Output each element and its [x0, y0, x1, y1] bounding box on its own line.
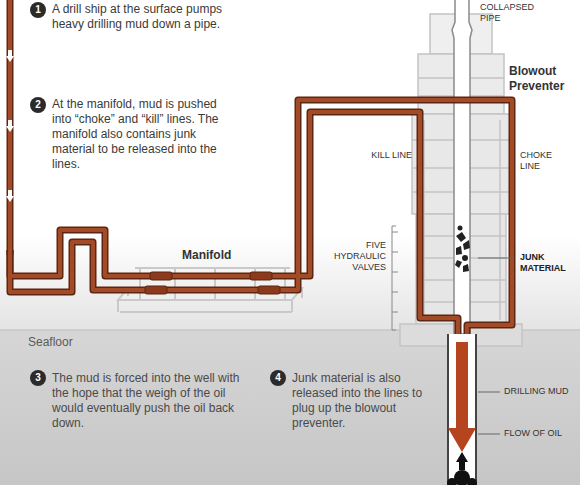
callout-number: 2 [30, 97, 46, 113]
mud-pipes [10, 0, 512, 334]
step-text: The mud is forced into the well with the… [52, 371, 240, 431]
callout-circle [30, 2, 46, 18]
manifold-valve [145, 272, 280, 294]
oil-blobs [447, 470, 477, 485]
callout-number: 1 [30, 2, 46, 18]
valve-ticks [392, 232, 398, 312]
manifold-valve [250, 272, 272, 280]
valve-bracket [392, 226, 396, 330]
part-title: Blowout Preventer [509, 64, 577, 94]
part-label: JUNK MATERIAL [520, 252, 576, 274]
flow-arrow [6, 120, 14, 132]
callout-number: 4 [270, 370, 286, 386]
junk-material [455, 260, 462, 268]
step-text: At the manifold, mud is pushed into “cho… [52, 97, 220, 172]
flow-arrow [6, 190, 14, 202]
mud-arrow [448, 342, 476, 452]
leader-line [478, 434, 500, 435]
part-label: FIVE HYDRAULIC VALVES [322, 240, 386, 273]
junk-material [463, 240, 470, 250]
part-title: Manifold [182, 248, 252, 263]
manifold-valve [258, 286, 280, 294]
junk-material [463, 264, 469, 272]
callout-circle [30, 2, 286, 386]
mud-pipes [10, 0, 512, 334]
junk-material [456, 246, 462, 255]
part-label: COLLAPSED PIPE [480, 2, 552, 24]
manifold-frame [120, 311, 292, 313]
flow-arrow [6, 50, 14, 202]
junk-material [462, 255, 468, 261]
oil-blobs [467, 478, 477, 485]
oil-arrow [456, 452, 468, 470]
callout-circle [270, 370, 286, 386]
callout-circle [30, 370, 46, 386]
junk-material [455, 226, 470, 273]
part-label: FLOW OF OIL [504, 428, 574, 439]
step-text: Junk material is also released into the … [292, 371, 442, 431]
junk-material [458, 226, 463, 231]
leader-line [478, 392, 500, 393]
manifold-frame [135, 267, 290, 269]
oil-blobs [447, 478, 457, 485]
callout-circle [30, 97, 46, 113]
seafloor-ground [0, 330, 580, 485]
leader-line [478, 258, 514, 259]
well-wall [448, 334, 476, 485]
manifold-valve [145, 286, 167, 294]
collapsed-pipe [452, 0, 472, 334]
well-bore [448, 334, 476, 485]
part-label: DRILLING MUD [504, 386, 574, 397]
ground-label: Seafloor [28, 335, 108, 350]
flow-arrow [6, 50, 14, 62]
callout-number: 3 [30, 370, 46, 386]
manifold-valve [150, 272, 172, 280]
step-text: A drill ship at the surface pumps heavy … [52, 2, 230, 32]
junk-material [456, 232, 466, 242]
part-label: CHOKE LINE [520, 150, 574, 172]
part-label: KILL LINE [366, 150, 412, 161]
mud-pipes [10, 0, 512, 334]
mud-pipes [7, 0, 14, 255]
